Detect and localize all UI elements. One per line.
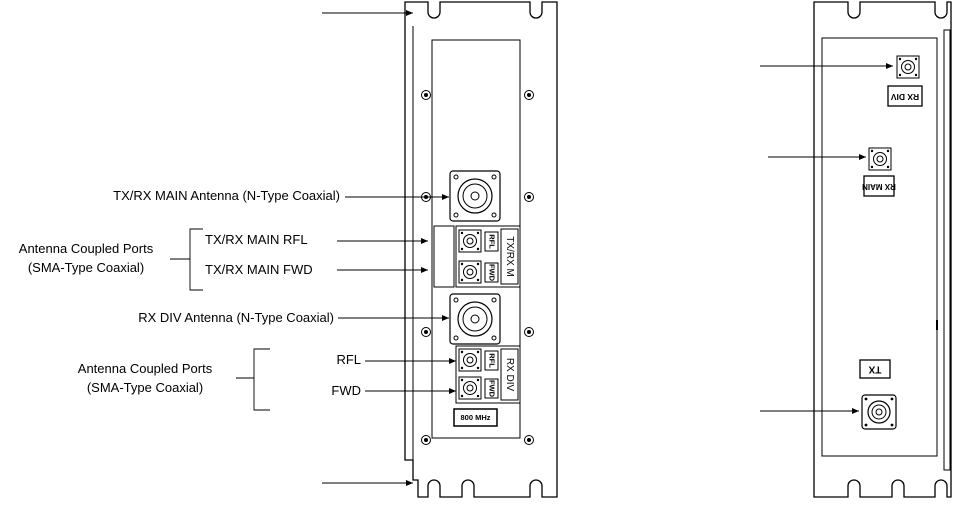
tx-rx-fwd-sma-connector <box>459 261 481 283</box>
tx-rx-main-fwd-label: TX/RX MAIN FWD <box>205 262 313 278</box>
svg-text:FWD: FWD <box>488 380 497 398</box>
rear-tx-tag: TX <box>860 360 890 378</box>
blank-cover <box>434 226 454 287</box>
rx-div-rfl-tag: RFL <box>485 351 498 370</box>
tx-rx-fwd-tag: FWD <box>485 263 498 282</box>
tx-rx-rfl-tag: RFL <box>485 232 498 251</box>
coupled-ports-bracket-2 <box>236 349 270 410</box>
rx-div-antenna-label: RX DIV Antenna (N-Type Coaxial) <box>40 310 334 326</box>
svg-text:800 MHz: 800 MHz <box>460 413 490 422</box>
rear-rx-div-connector <box>897 56 919 78</box>
tx-rx-main-antenna-label: TX/RX MAIN Antenna (N-Type Coaxial) <box>40 188 340 204</box>
rx-div-fwd-sma-connector <box>459 377 481 399</box>
rx-div-fwd-label: FWD <box>300 383 361 399</box>
svg-text:FWD: FWD <box>488 264 497 282</box>
svg-text:RFL: RFL <box>488 353 497 368</box>
coupled-ports-2-title: Antenna Coupled Ports <box>50 361 240 377</box>
rear-rx-div-tag: RX DIV <box>888 86 922 106</box>
coupled-ports-2-subtitle: (SMA-Type Coaxial) <box>50 380 240 396</box>
rx-div-label: RX DIV <box>501 349 518 400</box>
tx-rx-rfl-sma-connector <box>459 230 481 252</box>
coupled-ports-1-subtitle: (SMA-Type Coaxial) <box>0 260 172 276</box>
tx-rx-m-label: TX/RX M <box>501 229 518 284</box>
rear-rx-main-connector <box>869 148 891 170</box>
rx-div-n-connector <box>450 294 500 344</box>
rear-tx-n-connector <box>862 395 896 429</box>
svg-text:RFL: RFL <box>488 234 497 249</box>
svg-text:RX MAIN: RX MAIN <box>862 182 896 191</box>
tx-rx-main-rfl-label: TX/RX MAIN RFL <box>205 232 308 248</box>
frequency-badge: 800 MHz <box>454 409 497 426</box>
svg-text:RX DIV: RX DIV <box>891 92 920 102</box>
svg-text:TX: TX <box>868 363 881 374</box>
rx-div-fwd-tag: FWD <box>485 379 498 398</box>
svg-text:TX/RX M: TX/RX M <box>504 236 515 277</box>
rear-rx-main-tag: RX MAIN <box>862 176 896 196</box>
rx-div-rfl-label: RFL <box>300 352 361 368</box>
coupled-ports-bracket-1 <box>170 229 203 290</box>
rear-side-flange <box>944 30 950 470</box>
rx-div-rfl-sma-connector <box>459 349 481 371</box>
svg-text:RX DIV: RX DIV <box>504 358 515 392</box>
tx-rx-main-n-connector <box>450 171 500 221</box>
coupled-ports-1-title: Antenna Coupled Ports <box>0 241 172 257</box>
